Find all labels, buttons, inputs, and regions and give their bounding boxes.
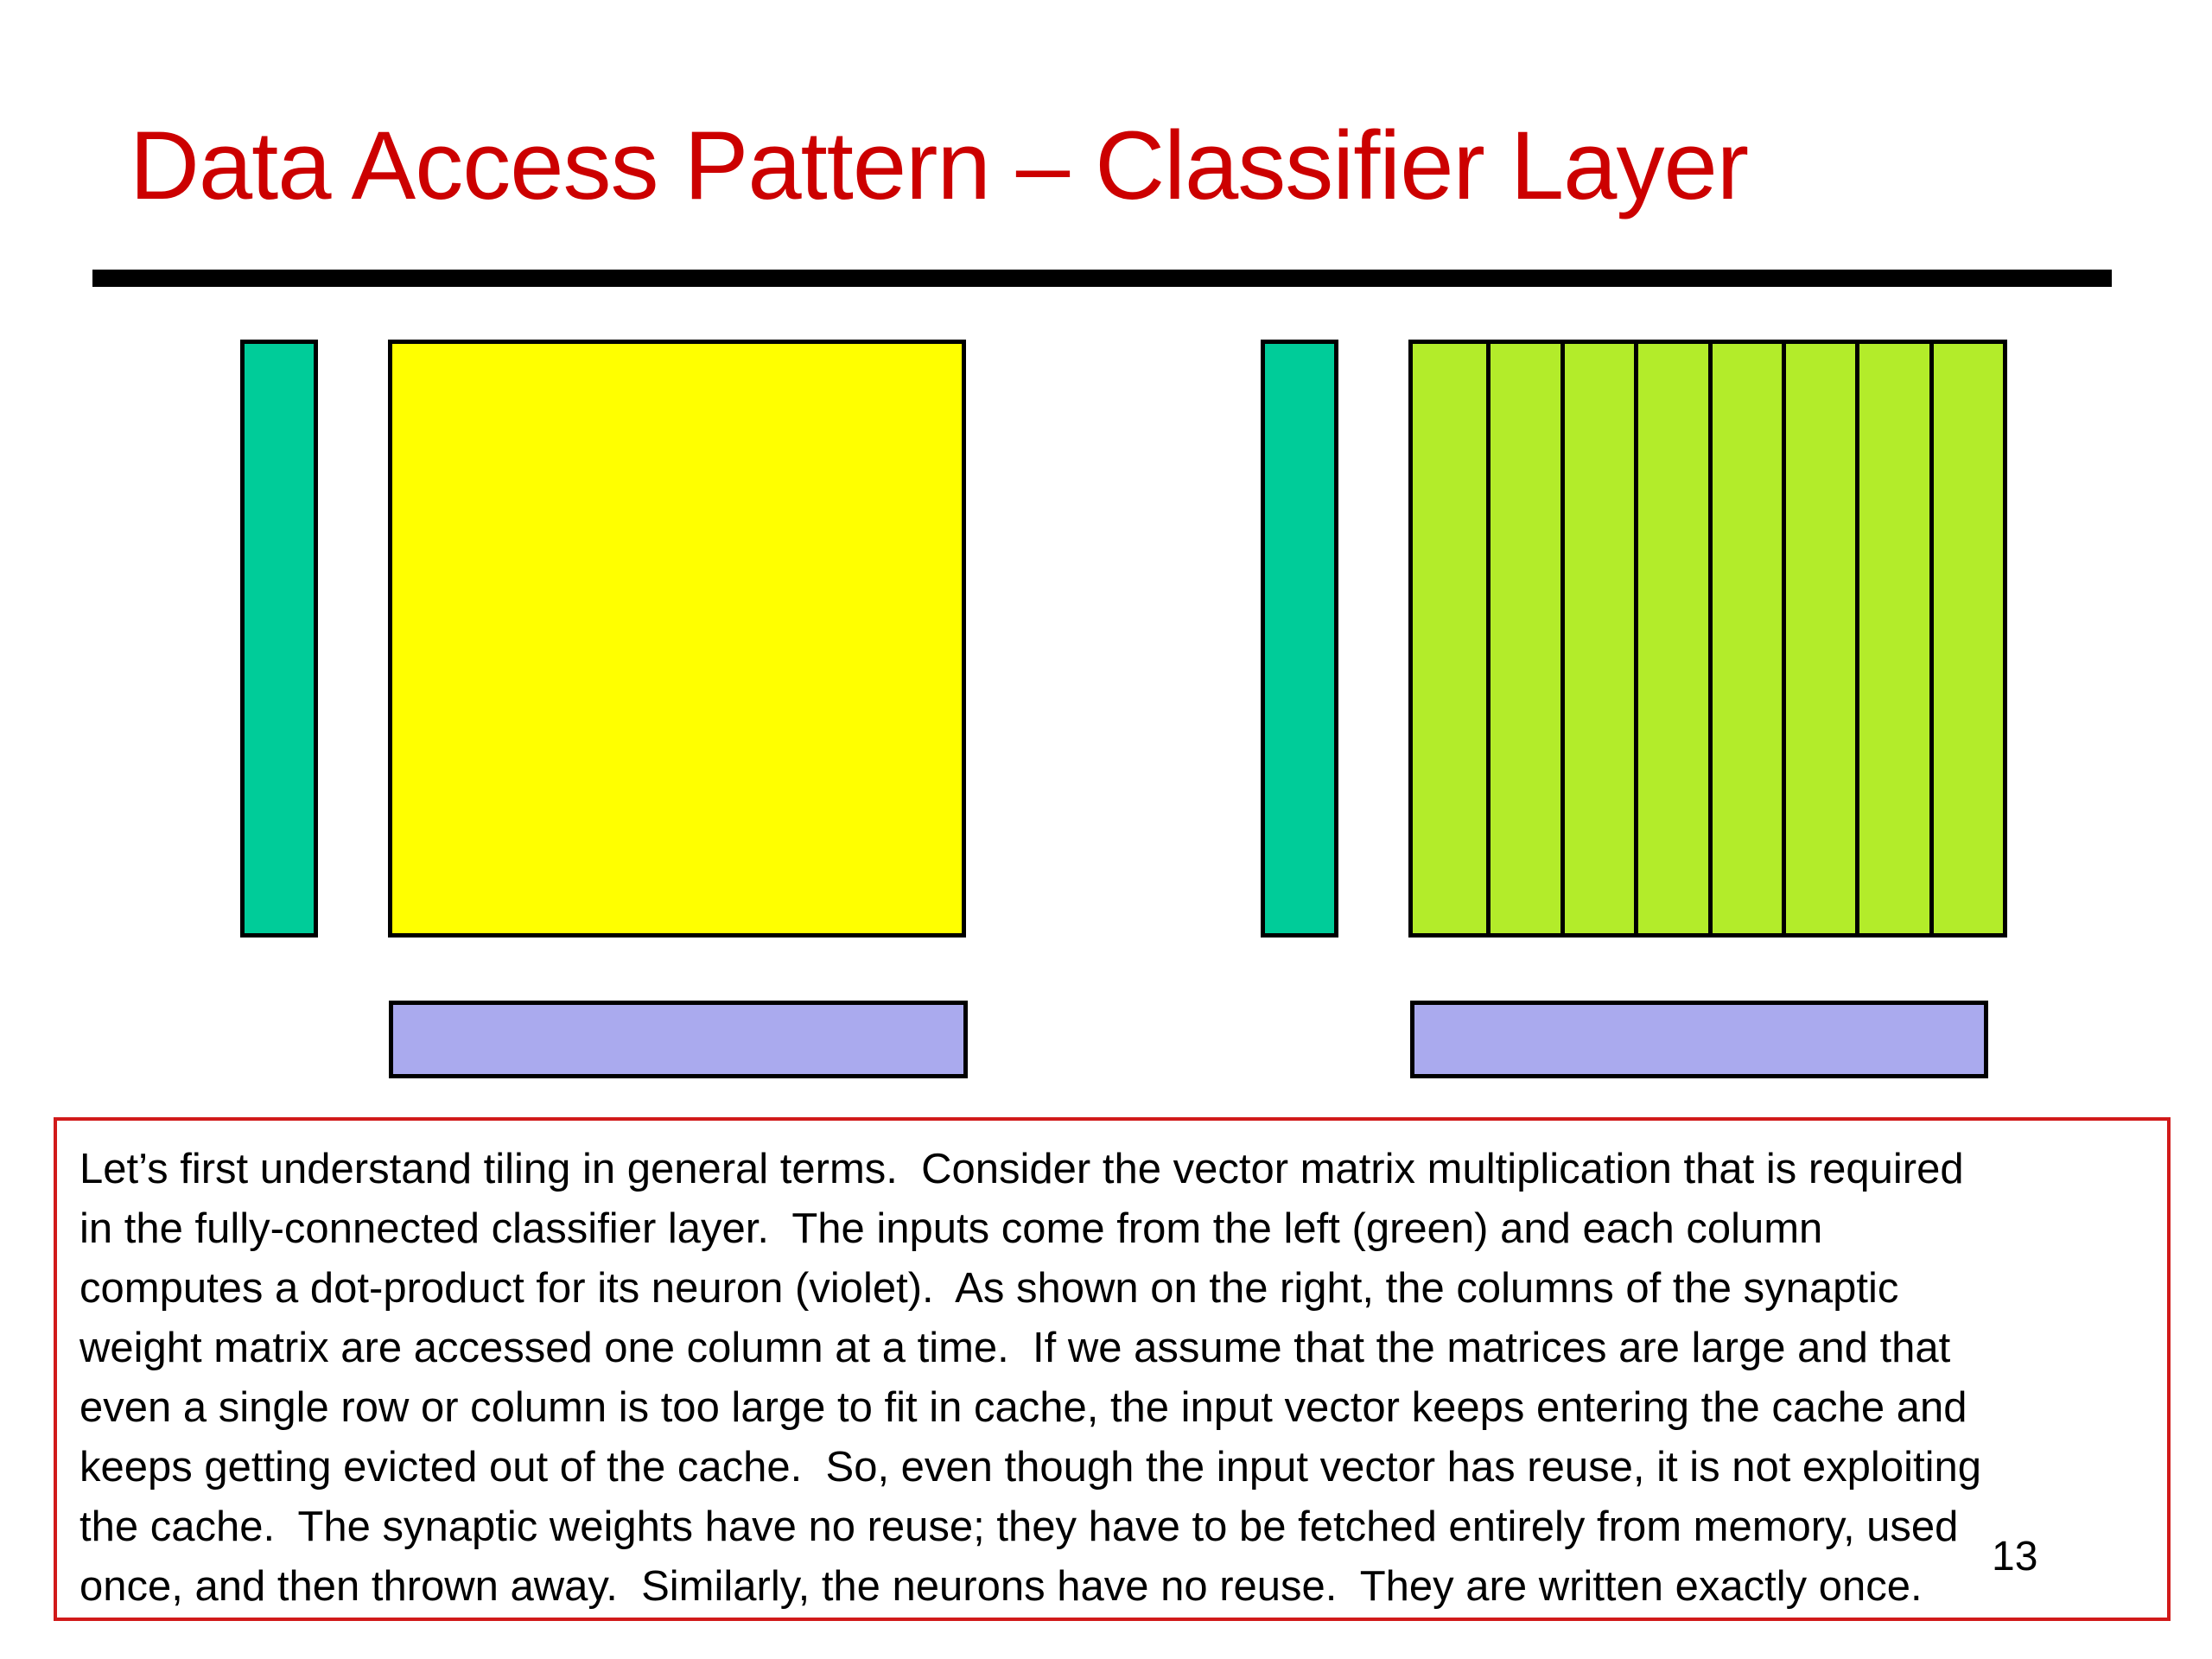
weight-column-divider [1781, 344, 1786, 933]
right-input-vector [1261, 340, 1338, 938]
right-weight-matrix-columns [1408, 340, 2007, 938]
weight-column-divider [1707, 344, 1713, 933]
weight-column-divider [1560, 344, 1565, 933]
weight-column-divider [1634, 344, 1639, 933]
left-neuron-vector [389, 1001, 968, 1078]
explanation-box: Let’s first understand tiling in general… [54, 1117, 2171, 1621]
title-divider [92, 270, 2112, 287]
page-number: 13 [1992, 1534, 2038, 1580]
weight-column-divider [1929, 344, 1934, 933]
weight-column-divider [1486, 344, 1491, 933]
right-neuron-vector [1410, 1001, 1988, 1078]
explanation-text: Let’s first understand tiling in general… [79, 1146, 1981, 1610]
left-weight-matrix [388, 340, 966, 938]
left-input-vector [240, 340, 318, 938]
slide-title: Data Access Pattern – Classifier Layer [130, 111, 1749, 219]
weight-column-divider [1855, 344, 1860, 933]
